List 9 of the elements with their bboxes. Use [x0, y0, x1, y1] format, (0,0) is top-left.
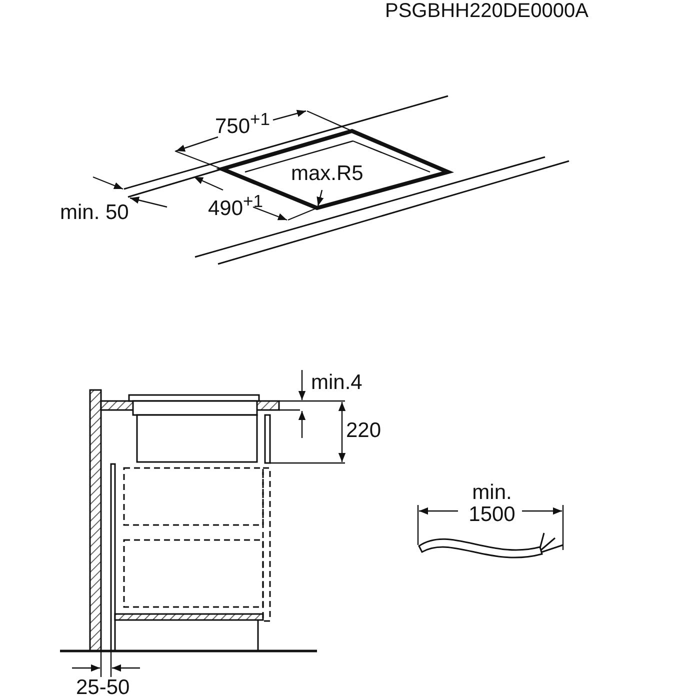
dimension-label: max.R5: [291, 163, 364, 185]
dimension-label: 220: [346, 420, 382, 442]
dimension-label: 750$^{+1}$: [215, 108, 270, 138]
dimension-label: 25-50: [76, 677, 130, 699]
dimension-label: min. 50: [60, 202, 129, 224]
model-code: PSGBHH220DE0000A: [385, 0, 588, 22]
dimension-label: min. 1500: [468, 482, 516, 526]
dimension-label: min.4: [311, 372, 362, 394]
dimension-label: 490$^{+1}$: [208, 190, 263, 220]
